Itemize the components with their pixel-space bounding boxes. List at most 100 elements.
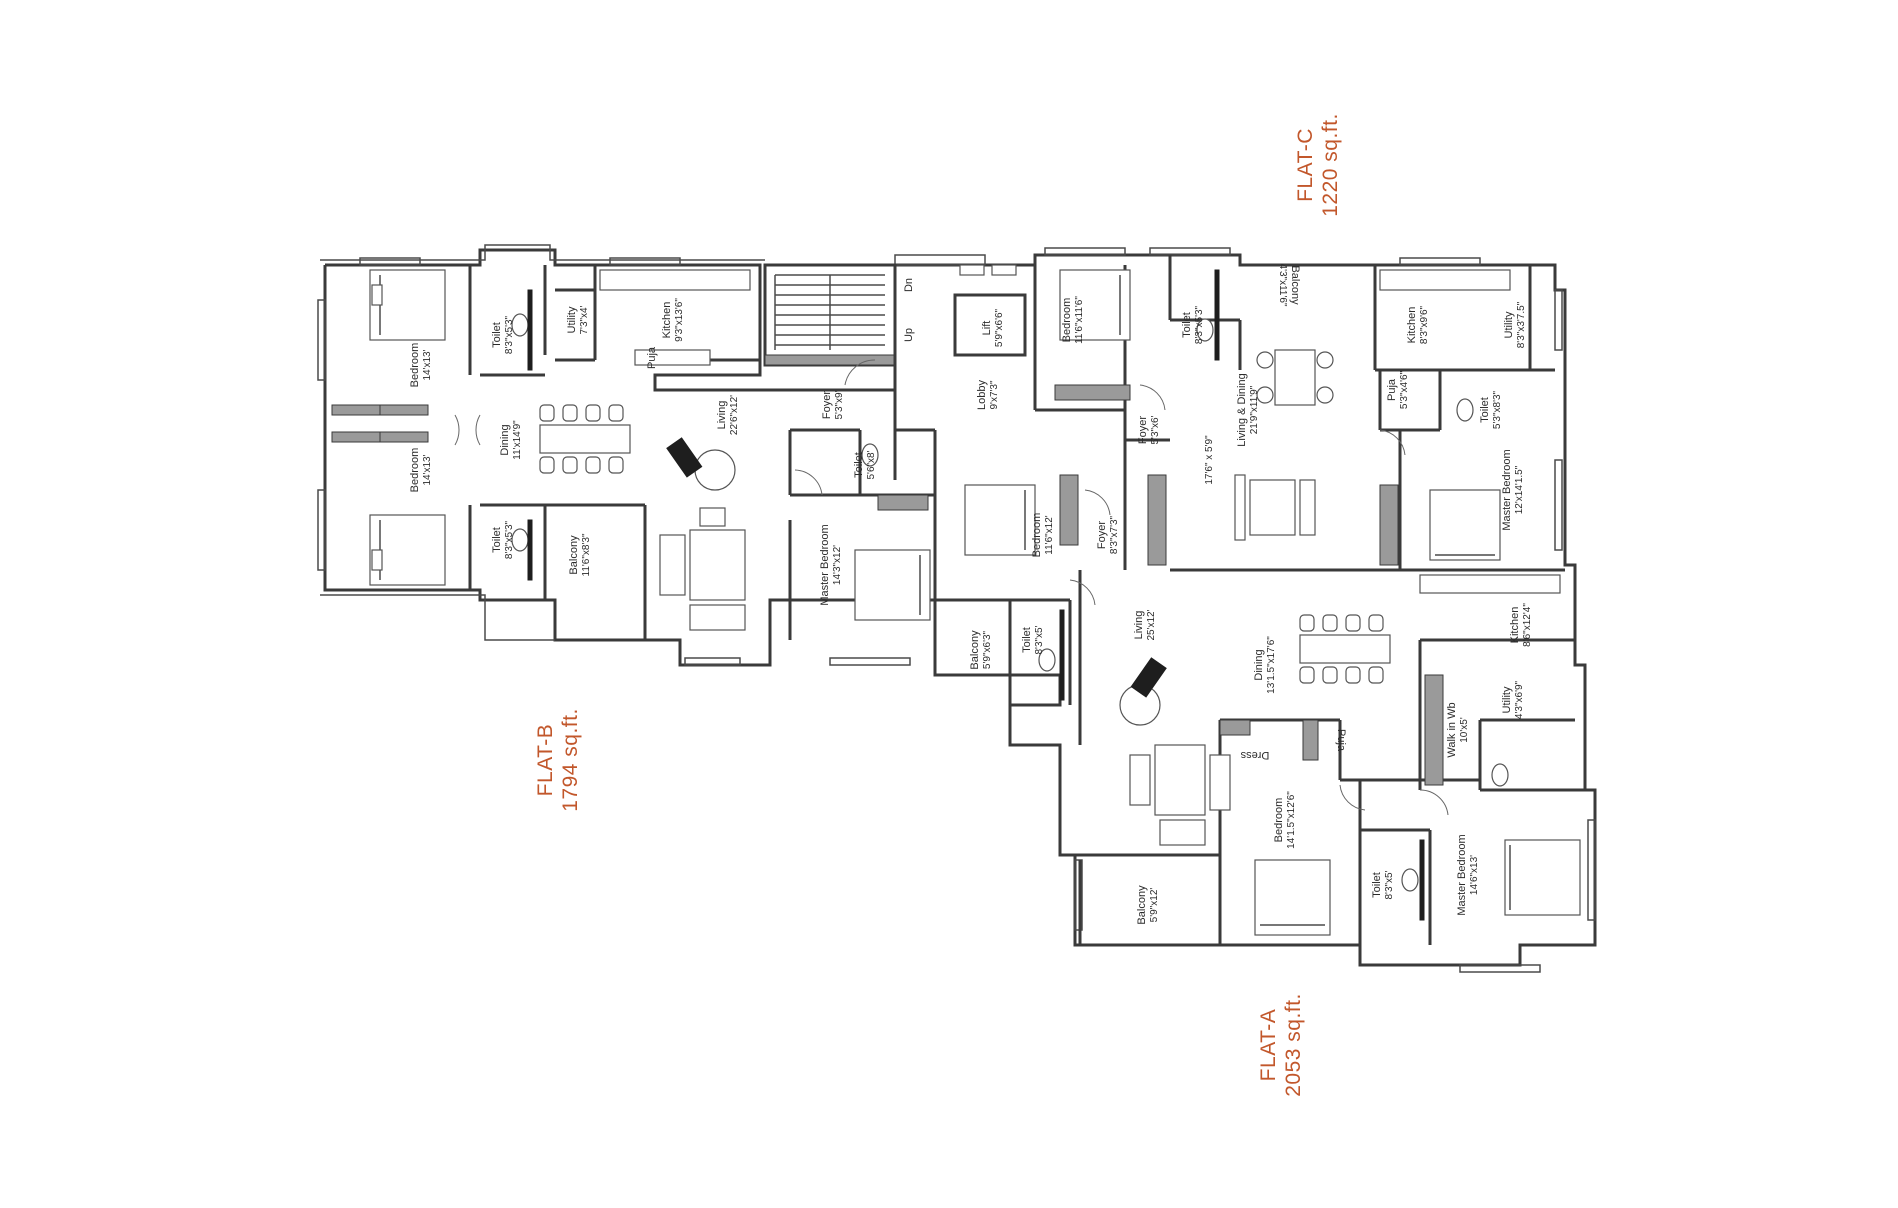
svg-text:Lift: Lift: [981, 321, 993, 336]
svg-text:Balcony: Balcony: [1289, 265, 1301, 305]
svg-text:5'6"x8': 5'6"x8': [866, 450, 877, 479]
svg-text:8'3"x7'3": 8'3"x7'3": [1109, 515, 1120, 554]
stair-treads: [774, 274, 885, 350]
svg-text:8'3"x5'3": 8'3"x5'3": [504, 520, 515, 559]
room-label: Puja: [1335, 729, 1347, 752]
svg-text:Walk in Wb: Walk in Wb: [1446, 702, 1458, 757]
svg-text:Toilet: Toilet: [1479, 397, 1491, 423]
bed-icon: [1254, 859, 1331, 936]
svg-text:5'3"x4'6": 5'3"x4'6": [1399, 370, 1410, 409]
bed-icon: [369, 514, 446, 586]
svg-text:4'3"x11'6": 4'3"x11'6": [1277, 264, 1288, 307]
svg-text:10'x5': 10'x5': [1459, 717, 1470, 743]
outer-walls: [320, 244, 1597, 967]
svg-text:Kitchen: Kitchen: [1406, 307, 1418, 344]
bed-icon: [854, 549, 931, 621]
svg-text:9'x7'3": 9'x7'3": [989, 380, 1000, 410]
svg-text:Kitchen: Kitchen: [661, 302, 673, 339]
svg-text:5'9"x6'3": 5'9"x6'3": [982, 630, 993, 669]
svg-text:7'3"x4': 7'3"x4': [579, 305, 590, 334]
lounge-chair-icon: [1119, 657, 1167, 726]
svg-text:Toilet: Toilet: [853, 452, 865, 478]
svg-text:Bedroom: Bedroom: [409, 448, 421, 493]
svg-text:Dress: Dress: [1240, 749, 1269, 761]
svg-text:13'1.5"x17'6": 13'1.5"x17'6": [1266, 636, 1277, 694]
room-label: 17'6" x 5'9": [1204, 435, 1215, 485]
svg-text:14'3"x12': 14'3"x12': [832, 545, 843, 585]
svg-text:Toilet: Toilet: [1371, 872, 1383, 898]
svg-text:Puja: Puja: [1386, 378, 1398, 401]
svg-text:Dining: Dining: [499, 424, 511, 455]
toilet-icon: [1456, 398, 1474, 422]
svg-text:25'x12': 25'x12': [1146, 609, 1157, 640]
dining-table-icon: [1256, 349, 1334, 406]
room-label: Dress: [1240, 749, 1269, 761]
svg-text:Dining: Dining: [1253, 649, 1265, 680]
svg-text:Foyer: Foyer: [1137, 416, 1149, 444]
svg-text:8'3"x9'6": 8'3"x9'6": [1419, 305, 1430, 344]
svg-text:Toilet: Toilet: [491, 322, 503, 348]
svg-text:Bedroom: Bedroom: [1031, 513, 1043, 558]
bed-icon: [964, 484, 1036, 556]
svg-text:14'x13': 14'x13': [422, 454, 433, 485]
flat-c-label: FLAT-C 1220 sq.ft.: [1294, 113, 1342, 217]
svg-text:22'6"x12': 22'6"x12': [729, 395, 740, 435]
svg-text:Dn: Dn: [903, 278, 915, 292]
bed-icon: [1429, 489, 1501, 561]
bed-icon: [1059, 269, 1131, 341]
dining-table-icon: [539, 404, 631, 474]
svg-text:Master Bedroom: Master Bedroom: [1501, 449, 1513, 530]
svg-text:11'6"x8'3": 11'6"x8'3": [581, 533, 592, 576]
kitchen-counter-icon: [599, 269, 751, 366]
svg-text:9'3"x13'6": 9'3"x13'6": [674, 298, 685, 342]
toilet-icon: [1196, 269, 1220, 361]
svg-text:Utility: Utility: [566, 306, 578, 333]
svg-text:Living & Dining: Living & Dining: [1236, 373, 1248, 446]
toilet-icon: [1401, 839, 1425, 921]
flat-b-area: 1794 sq.ft.: [559, 708, 582, 812]
svg-text:Puja: Puja: [1335, 729, 1347, 752]
svg-text:Bedroom: Bedroom: [1061, 298, 1073, 343]
toilet-icon: [511, 519, 533, 581]
flat-a-area: 2053 sq.ft.: [1282, 993, 1305, 1097]
svg-text:14'6"x13': 14'6"x13': [1469, 855, 1480, 895]
svg-text:Balcony: Balcony: [969, 630, 981, 670]
svg-text:8'3"x5'3": 8'3"x5'3": [504, 315, 515, 354]
flat-a-label: FLAT-A 2053 sq.ft.: [1257, 993, 1305, 1097]
room-label: Dn: [903, 278, 915, 292]
svg-text:Balcony: Balcony: [1136, 885, 1148, 925]
svg-text:Kitchen: Kitchen: [1509, 607, 1521, 644]
toilet-icon: [1038, 609, 1065, 701]
bed-icon: [369, 269, 446, 341]
svg-text:Toilet: Toilet: [1021, 627, 1033, 653]
flat-b-name: FLAT-B: [534, 724, 557, 797]
lift-icon: [959, 264, 1017, 276]
flat-c-name: FLAT-C: [1294, 128, 1317, 202]
kitchen-counter-icon: [1419, 574, 1561, 594]
svg-text:Bedroom: Bedroom: [409, 343, 421, 388]
svg-text:8'3"x5'3": 8'3"x5'3": [1194, 305, 1205, 344]
svg-text:8'3"x5': 8'3"x5': [1034, 625, 1045, 654]
toilet-icon: [861, 443, 879, 467]
svg-text:Living: Living: [1133, 611, 1145, 640]
svg-text:Master Bedroom: Master Bedroom: [1456, 834, 1468, 915]
svg-text:Toilet: Toilet: [1181, 312, 1193, 338]
dining-table-icon: [1299, 614, 1391, 684]
